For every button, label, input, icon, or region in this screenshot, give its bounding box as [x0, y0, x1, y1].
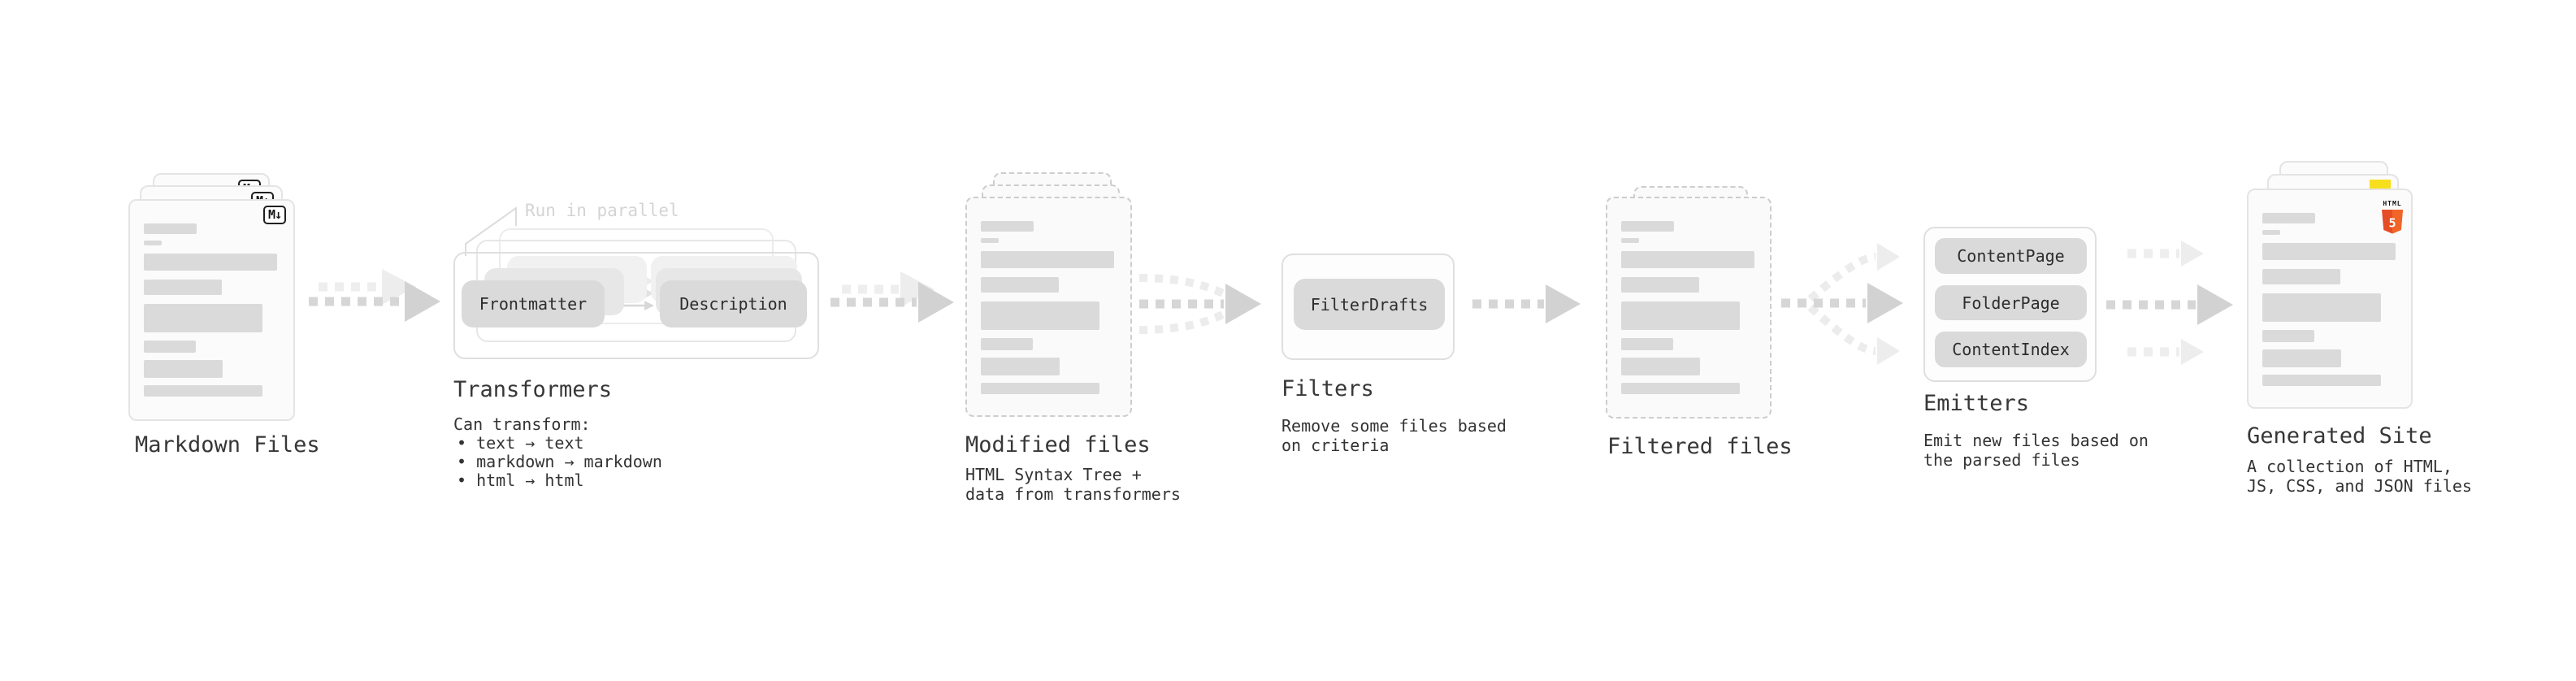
text-line-bar	[981, 251, 1114, 268]
text-line-bar	[1621, 383, 1740, 394]
text-line-bar	[2262, 293, 2381, 322]
text-line-bar	[2262, 230, 2280, 235]
text-line-bar	[144, 223, 197, 234]
svg-text:5: 5	[2388, 216, 2396, 231]
text-line-bar	[2262, 269, 2340, 284]
bullet-item: • html → html	[457, 471, 584, 491]
text-line-bar	[2262, 375, 2381, 386]
text-line-bar	[2262, 330, 2314, 342]
text-line-bar	[981, 301, 1099, 330]
text-line-bar	[981, 277, 1059, 293]
generated-site-label: Generated Site	[2247, 423, 2432, 449]
text-line-bar	[981, 358, 1060, 375]
text-line-bar	[1621, 301, 1740, 330]
filtered-files-label: Filtered files	[1607, 434, 1793, 459]
html5-icon-label: HTML	[2383, 200, 2402, 207]
generated-site-desc: A collection of HTML, JS, CSS, and JSON …	[2247, 457, 2472, 496]
text-line-bar	[981, 338, 1033, 350]
arrow-filters-to-filtered	[1472, 284, 1581, 323]
html5-shield: 5	[2382, 210, 2403, 234]
text-line-bar	[981, 221, 1034, 232]
text-line-bar	[981, 238, 999, 243]
arrow-transformers-to-modified	[830, 271, 954, 323]
filters-label: Filters	[1281, 376, 1374, 401]
file-card-front: M↓	[128, 199, 295, 421]
arrow-modified-to-filters-merge	[1138, 274, 1261, 334]
bullet-item: • markdown → markdown	[457, 452, 662, 472]
transformer-description: Description	[660, 280, 807, 327]
text-line-bar	[144, 254, 277, 271]
emitters-label: Emitters	[1923, 391, 2030, 416]
transformer-layer-front	[453, 252, 819, 359]
text-line-bar	[1621, 221, 1674, 232]
html5-icon: HTML 5	[2382, 193, 2403, 234]
markdown-icon: M↓	[262, 206, 286, 224]
text-line-bar	[1621, 251, 1754, 268]
emitter-contentindex: ContentIndex	[1935, 332, 2087, 367]
bullet-item: • text → text	[457, 433, 584, 453]
text-line-bar	[981, 383, 1099, 394]
file-card-front-html: HTML 5	[2247, 189, 2413, 409]
text-line-bar	[144, 385, 262, 397]
transformers-desc-title: Can transform:	[453, 414, 591, 434]
text-line-bar	[144, 360, 223, 378]
text-line-bar	[144, 304, 262, 332]
text-line-bar	[2262, 243, 2396, 260]
modified-files-desc: HTML Syntax Tree + data from transformer…	[965, 465, 1181, 504]
file-card-front	[1606, 197, 1772, 419]
text-line-bar	[1621, 338, 1673, 350]
transformer-frontmatter: Frontmatter	[462, 280, 605, 327]
transformers-label: Transformers	[453, 377, 613, 402]
emitters-desc: Emit new files based on the parsed files	[1923, 431, 2149, 470]
text-line-bar	[2262, 213, 2315, 223]
text-line-bar	[1621, 277, 1699, 293]
text-line-bar	[2262, 349, 2341, 367]
modified-files-label: Modified files	[965, 432, 1151, 458]
text-line-bar	[1621, 238, 1639, 243]
arrow-markdown-to-transformers	[309, 269, 440, 322]
text-line-bar	[144, 280, 222, 295]
js-icon	[2370, 180, 2391, 190]
filter-filterdrafts: FilterDrafts	[1294, 279, 1445, 330]
arrow-emitters-to-generated	[2106, 241, 2233, 365]
text-line-bar	[1621, 358, 1700, 375]
text-line-bar	[144, 241, 162, 245]
run-in-parallel-leader-line	[465, 206, 517, 256]
run-in-parallel-annotation: Run in parallel	[525, 201, 679, 220]
emitter-folderpage: FolderPage	[1935, 285, 2087, 320]
emitter-contentpage: ContentPage	[1935, 238, 2087, 274]
transformers-bullets: • text → text • markdown → markdown • ht…	[457, 433, 662, 491]
markdown-files-label: Markdown Files	[135, 432, 320, 458]
file-card-front	[965, 197, 1132, 417]
arrow-filtered-to-emitters-split	[1781, 243, 1903, 365]
text-line-bar	[144, 340, 196, 353]
filters-desc: Remove some files based on criteria	[1281, 416, 1507, 455]
